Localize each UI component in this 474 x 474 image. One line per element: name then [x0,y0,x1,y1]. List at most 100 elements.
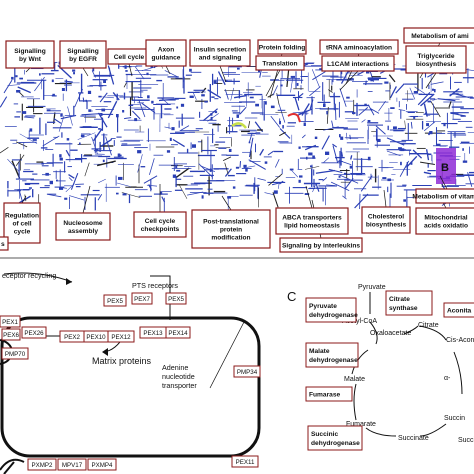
network-node [299,175,303,178]
pathway-box-cholesterol [361,206,411,234]
network-edge [286,68,290,87]
network-edge [328,168,343,173]
network-node [400,148,405,152]
metabolite-label: Acetyl-CoA [342,318,377,325]
pathway-text-nucleosome-0: Nucleosome [63,220,103,227]
metabolite-label: Pyruvate [358,284,386,291]
network-edge [453,93,470,99]
aconitase-arrow [419,325,447,341]
network-node [118,154,122,157]
network-edge [124,117,132,120]
network-edge [107,100,118,119]
network-edge [121,192,141,198]
network-edge [132,110,141,120]
enzyme-text-aco-0: Aconita [447,307,472,314]
pathway-box-l1cam [321,55,395,72]
panel-letter-c: C [287,289,296,304]
recycling-arrowhead [66,278,72,285]
network-node [349,165,353,169]
pathway-text-regulation-0: Regulation [5,212,39,219]
network-edge [100,138,113,148]
metabolite-3: Citrate [418,322,439,329]
pathway-network [0,61,474,216]
adenine-label-1: Adenine [162,363,188,372]
network-edge [68,174,75,179]
network-edge [105,136,112,156]
enzyme-box-sdh [307,425,363,451]
network-edge [395,83,405,94]
network-node [87,90,92,94]
network-node [462,148,464,151]
network-edge [350,155,353,160]
enzyme-text-mdh-0: Malate [309,348,330,355]
network-edge [97,178,106,184]
network-edge [239,106,247,115]
network-edge [164,126,171,129]
network-node [308,152,313,156]
network-node [124,65,127,69]
network-edge [361,119,366,123]
network-node [280,84,283,87]
network-node [60,113,63,117]
network-edge [257,178,266,181]
network-node [258,69,260,73]
network-node [384,81,389,84]
network-node [51,79,54,83]
network-edge [149,158,155,176]
network-edge [239,161,241,168]
enzyme-text-cs-0: Citrate [389,296,410,303]
network-edge [309,86,321,97]
network-edge [345,132,348,140]
network-node [88,109,92,112]
network-node [367,156,371,161]
panel-c: C PyruvateAcetyl-CoAOxaloacetateCitrateC… [287,284,474,451]
network-edge [367,104,375,116]
network-node [367,120,371,122]
enzyme-box-cs [385,290,433,316]
network-edge [378,100,386,112]
network-edge [430,81,444,85]
network-edge [315,107,321,109]
network-edge [7,158,20,172]
network-edge [3,79,13,94]
network-edge [138,99,146,118]
peroxin-label: PEX6 [3,332,19,339]
peroxin-13: PXMP2 [27,458,57,471]
peroxin-box [131,292,153,305]
pathway-box-ptm [191,209,271,249]
peroxin-3: PEX1 [0,315,21,328]
network-edge [84,162,90,177]
network-node [118,176,123,180]
peroxisome-membrane [0,316,261,458]
network-edge [248,132,253,143]
pathway-text-l1cam-0: L1CAM interactions [327,61,389,68]
network-edge [448,101,452,108]
network-node [73,72,75,75]
network-node [79,142,81,145]
network-edge [430,100,441,118]
network-node [227,196,232,199]
receptor-recycling-label: eceptor recycling [2,271,56,280]
leader-nucleosome [82,185,91,214]
network-edge [64,80,73,83]
pathway-text-ptm-0: Post-translational [203,218,259,225]
network-edge [34,76,45,92]
network-node [400,161,402,166]
metabolite-label: Cis-Acon [446,337,474,344]
network-edge [175,167,190,179]
network-node [116,114,119,118]
metabolite-9: α- [444,375,451,382]
network-edge [7,84,21,87]
network-node [56,179,58,182]
peroxin-box [87,458,117,471]
network-node [298,179,301,183]
network-node [304,193,310,195]
peroxin-1: PEX7 [131,292,153,305]
network-node [314,136,318,139]
